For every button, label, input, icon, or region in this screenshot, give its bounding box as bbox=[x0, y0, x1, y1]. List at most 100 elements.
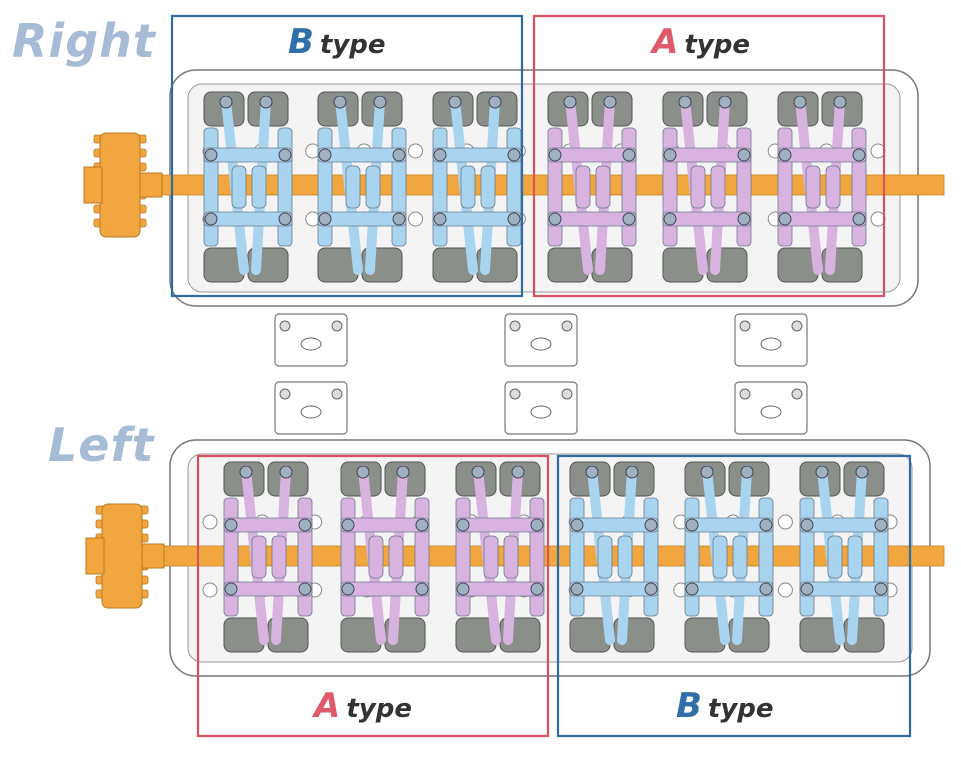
cross-bar bbox=[777, 211, 867, 227]
cross-bar bbox=[569, 581, 659, 597]
gear bbox=[83, 132, 163, 238]
pivot bbox=[341, 518, 355, 532]
pivot bbox=[507, 212, 521, 226]
pivot bbox=[548, 148, 562, 162]
pivot bbox=[625, 465, 639, 479]
right-a-type-frame bbox=[532, 14, 886, 298]
pivot bbox=[456, 518, 470, 532]
side-bar bbox=[758, 497, 774, 617]
cross-bar bbox=[547, 211, 637, 227]
pivot bbox=[622, 148, 636, 162]
cylinder-unit bbox=[662, 91, 752, 283]
bracket-bolt bbox=[561, 388, 573, 400]
pivot bbox=[778, 212, 792, 226]
pivot bbox=[415, 518, 429, 532]
pivot bbox=[759, 582, 773, 596]
pivot bbox=[279, 465, 293, 479]
cam-lobe bbox=[827, 535, 843, 579]
cam-lobe bbox=[712, 535, 728, 579]
pivot bbox=[570, 518, 584, 532]
pivot bbox=[318, 212, 332, 226]
right-bank bbox=[83, 69, 945, 307]
pivot bbox=[800, 518, 814, 532]
cylinder-unit bbox=[547, 91, 637, 283]
cylinder-unit bbox=[432, 91, 522, 283]
pivot bbox=[219, 95, 233, 109]
side-bar bbox=[684, 497, 700, 617]
cam-lobe bbox=[732, 535, 748, 579]
cam-lobe bbox=[368, 535, 384, 579]
cam-lobe bbox=[575, 165, 591, 209]
mounting-bracket bbox=[504, 313, 578, 367]
side-bar bbox=[529, 497, 545, 617]
type-word: type bbox=[319, 30, 386, 60]
pivot bbox=[239, 465, 253, 479]
left-a-type-frame bbox=[196, 454, 550, 738]
cylinder-unit bbox=[317, 91, 407, 283]
pivot bbox=[448, 95, 462, 109]
pivot bbox=[815, 465, 829, 479]
cam-lobe bbox=[388, 535, 404, 579]
pivot bbox=[298, 518, 312, 532]
pivot bbox=[259, 95, 273, 109]
side-bar bbox=[277, 127, 293, 247]
gear-hub bbox=[85, 537, 105, 575]
bracket-bolt bbox=[509, 388, 521, 400]
mounting-bracket bbox=[274, 313, 348, 367]
cross-bar bbox=[317, 211, 407, 227]
cam-lobe bbox=[710, 165, 726, 209]
pivot bbox=[778, 148, 792, 162]
pivot bbox=[396, 465, 410, 479]
pivot bbox=[700, 465, 714, 479]
side-bar bbox=[873, 497, 889, 617]
pivot bbox=[874, 518, 888, 532]
mounting-bracket bbox=[734, 381, 808, 435]
cam-lobe bbox=[251, 165, 267, 209]
cylinder-unit bbox=[455, 461, 545, 653]
pivot bbox=[603, 95, 617, 109]
pivot bbox=[622, 212, 636, 226]
pivot bbox=[433, 148, 447, 162]
bracket-bolt bbox=[331, 388, 343, 400]
bracket-hole bbox=[530, 405, 552, 419]
cross-bar bbox=[777, 147, 867, 163]
cam-lobe bbox=[847, 535, 863, 579]
cylinder-unit bbox=[203, 91, 293, 283]
side-bar bbox=[297, 497, 313, 617]
pivot bbox=[318, 148, 332, 162]
cam-lobe bbox=[345, 165, 361, 209]
cylinder-unit bbox=[223, 461, 313, 653]
bolt-hole bbox=[202, 582, 218, 598]
side-bar bbox=[569, 497, 585, 617]
cylinder-unit bbox=[340, 461, 430, 653]
pivot bbox=[204, 148, 218, 162]
gear-hub bbox=[83, 166, 103, 204]
cross-bar bbox=[799, 581, 889, 597]
pivot bbox=[278, 148, 292, 162]
pivot bbox=[833, 95, 847, 109]
mounting-bracket bbox=[274, 381, 348, 435]
bolt-hole bbox=[408, 211, 424, 227]
pivot bbox=[852, 148, 866, 162]
side-bar bbox=[432, 127, 448, 247]
pivot bbox=[204, 212, 218, 226]
pivot bbox=[585, 465, 599, 479]
bracket-bolt bbox=[791, 388, 803, 400]
cam-lobe bbox=[483, 535, 499, 579]
pivot bbox=[644, 582, 658, 596]
side-bar bbox=[547, 127, 563, 247]
side-bar bbox=[340, 497, 356, 617]
cross-bar bbox=[317, 147, 407, 163]
pivot bbox=[548, 212, 562, 226]
bracket-bolt bbox=[561, 320, 573, 332]
pivot bbox=[663, 212, 677, 226]
pivot bbox=[718, 95, 732, 109]
cam-lobe bbox=[805, 165, 821, 209]
pivot bbox=[663, 148, 677, 162]
cam-lobe bbox=[365, 165, 381, 209]
cross-bar bbox=[455, 517, 545, 533]
